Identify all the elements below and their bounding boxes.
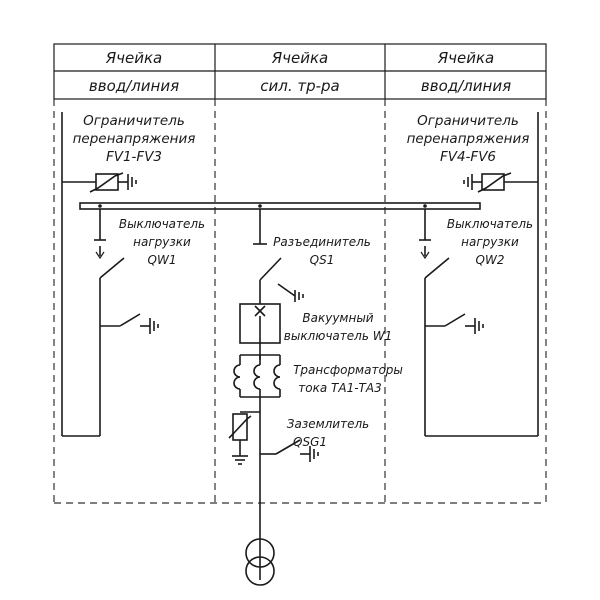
ct-name: Трансформаторы [293, 363, 403, 377]
disconnector-qs1 [253, 209, 304, 304]
earthing-name: Заземлитель [287, 417, 369, 431]
earthing-switch-qsg1 [259, 412, 319, 580]
header-col2-title: Ячейка [271, 49, 329, 67]
arrester-right-ref: FV4-FV6 [440, 149, 496, 165]
vacuum-breaker-w1 [239, 303, 281, 360]
header-col1-subtitle: ввод/линия [89, 77, 179, 95]
arrester-left-name: Ограничитель [83, 113, 185, 129]
disconnector-name: Разъединитель [273, 235, 371, 249]
cell-borders [53, 99, 547, 504]
load-switch-left [62, 209, 159, 437]
breaker-ref: выключатель W1 [284, 329, 392, 343]
busbar [79, 202, 481, 210]
switch-right-type: нагрузки [461, 235, 519, 249]
switch-left-type: нагрузки [133, 235, 191, 249]
load-switch-right [419, 209, 538, 437]
header-table [53, 43, 547, 100]
center-arrester-ground [228, 411, 260, 465]
arrester-right-type: перенапряжения [407, 131, 530, 147]
header-col3-title: Ячейка [437, 49, 495, 67]
header-col2-subtitle: сил. тр-ра [260, 77, 340, 95]
earthing-ref: QSG1 [293, 435, 327, 449]
ct-ref: тока ТА1-ТА3 [298, 381, 381, 395]
disconnector-ref: QS1 [310, 253, 335, 267]
switch-left-ref: QW1 [148, 253, 177, 267]
header-col1-title: Ячейка [105, 49, 163, 67]
switch-left-name: Выключатель [119, 217, 205, 231]
switch-right-name: Выключатель [447, 217, 533, 231]
current-transformers-ta1-ta3 [233, 354, 281, 412]
surge-arrester-left [61, 112, 137, 436]
breaker-name: Вакуумный [302, 311, 373, 325]
surge-arrester-right [463, 112, 539, 436]
power-transformer-icon [245, 538, 275, 586]
arrester-right-name: Ограничитель [417, 113, 519, 129]
arrester-left-type: перенапряжения [73, 131, 196, 147]
arrester-left-ref: FV1-FV3 [106, 149, 162, 165]
header-col3-subtitle: ввод/линия [421, 77, 511, 95]
switch-right-ref: QW2 [476, 253, 505, 267]
